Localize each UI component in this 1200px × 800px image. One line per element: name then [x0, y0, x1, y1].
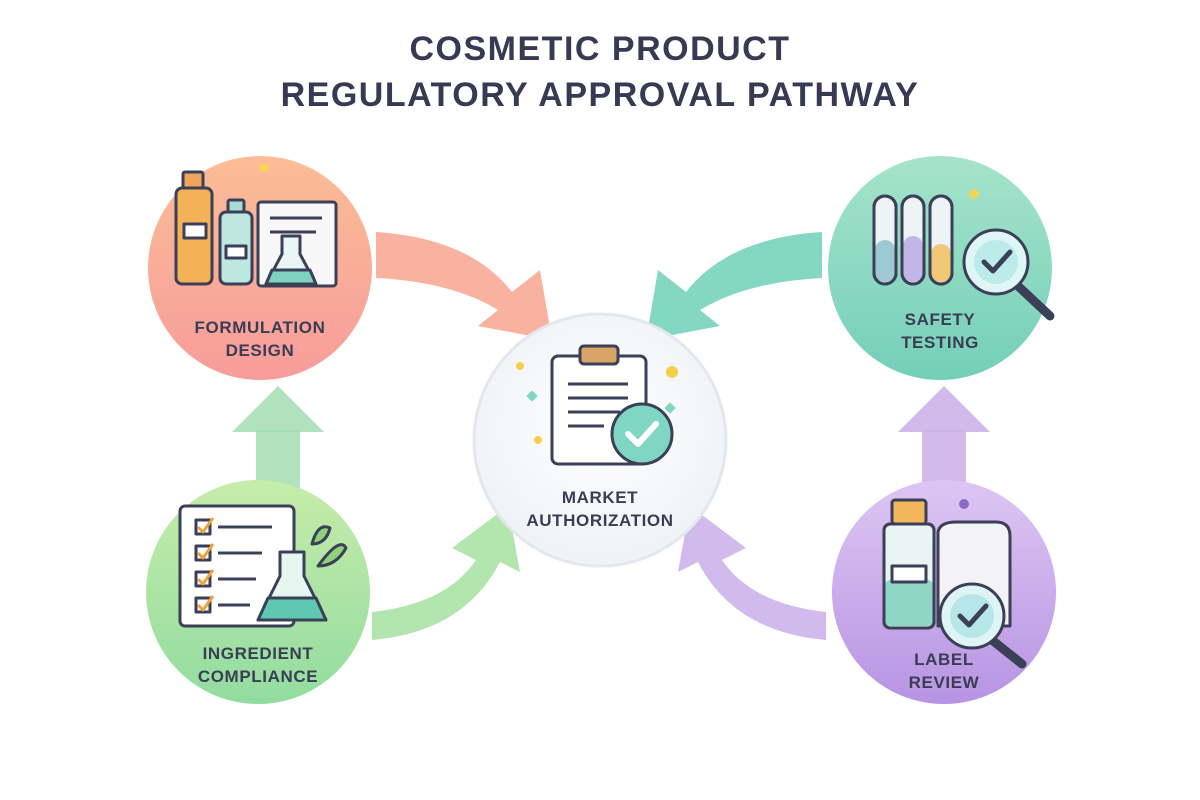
- label-line-1: LABEL: [914, 650, 974, 669]
- checklist-flask-icon: [178, 504, 348, 628]
- ingredient-line-1: INGREDIENT: [202, 644, 314, 663]
- market-line-2: AUTHORIZATION: [526, 511, 674, 530]
- node-label-ingredient: INGREDIENT COMPLIANCE: [148, 642, 368, 688]
- safety-line-2: TESTING: [901, 333, 979, 352]
- label-line-2: REVIEW: [908, 673, 980, 692]
- safety-line-1: SAFETY: [904, 310, 976, 329]
- formulation-line-2: DESIGN: [225, 341, 295, 360]
- diagram-title: COSMETIC PRODUCT REGULATORY APPROVAL PAT…: [0, 26, 1200, 118]
- test-tubes-magnifier-icon: [872, 189, 1055, 321]
- node-label-safety: SAFETY TESTING: [830, 308, 1050, 354]
- arrow-label-to-market: [678, 506, 826, 640]
- node-label-formulation: FORMULATION DESIGN: [150, 316, 370, 362]
- bottle-magnifier-icon: [882, 498, 1027, 669]
- node-label-label: LABEL REVIEW: [834, 648, 1054, 694]
- bottles-flask-icon: [174, 164, 338, 288]
- arrow-formulation-to-market: [376, 232, 552, 340]
- formulation-line-1: FORMULATION: [194, 318, 326, 337]
- market-line-1: MARKET: [561, 488, 639, 507]
- node-label-market: MARKET AUTHORIZATION: [490, 486, 710, 532]
- clipboard-check-icon: [516, 344, 678, 466]
- arrow-ingredient-to-market: [372, 506, 520, 640]
- arrow-safety-to-market: [646, 232, 822, 340]
- title-line-2: REGULATORY APPROVAL PATHWAY: [280, 76, 920, 114]
- title-line-1: COSMETIC PRODUCT: [409, 30, 791, 68]
- ingredient-line-2: COMPLIANCE: [197, 667, 319, 686]
